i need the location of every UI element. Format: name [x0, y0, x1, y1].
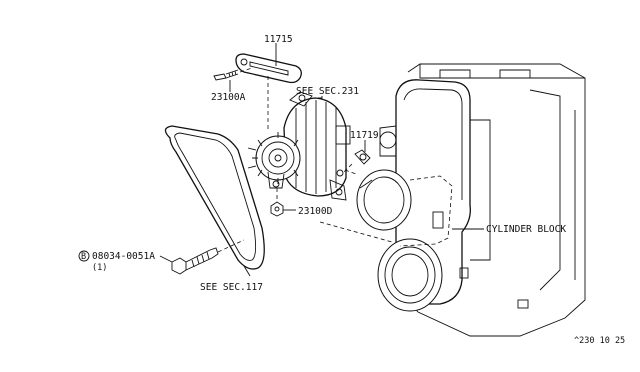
bolt-23100a-drawing [213, 67, 253, 92]
label-11715: 11715 [264, 34, 293, 45]
bolt-marker: B [81, 252, 86, 262]
alternator-drawing [247, 91, 351, 201]
label-see-sec-231: SEE SEC.231 [296, 86, 359, 97]
v-belt-drawing [164, 125, 265, 270]
diagram-code: ^230 10 25 [574, 336, 625, 346]
label-see-sec-117: SEE SEC.117 [200, 282, 263, 293]
label-23100a: 23100A [211, 92, 246, 103]
label-bolt-number: 08034-0051A [92, 251, 155, 262]
label-23100d: 23100D [298, 206, 333, 217]
nut-23100d-drawing [270, 188, 296, 217]
label-cylinder-block: CYLINDER BLOCK [486, 224, 566, 235]
bolt-08034-drawing [159, 239, 245, 275]
bolt-marker-circle [78, 250, 90, 262]
label-bolt-qty: (1) [92, 263, 107, 273]
adjusting-bracket-drawing [235, 43, 302, 84]
label-11719: 11719 [350, 130, 379, 141]
part-11719-drawing [336, 140, 371, 177]
cylinder-block-drawing [319, 63, 586, 337]
